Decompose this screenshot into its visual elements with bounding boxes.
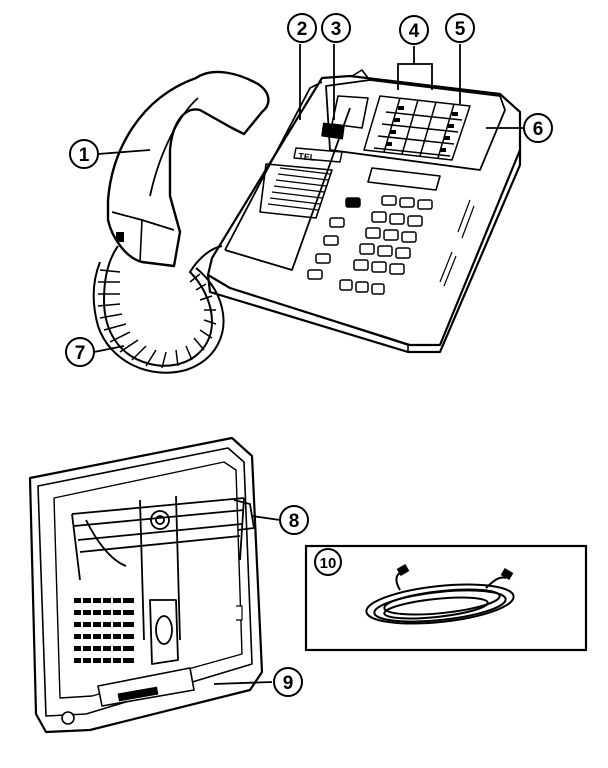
line-cord-box [304, 544, 588, 652]
keypad [307, 195, 433, 295]
callout-7: 7 [65, 337, 95, 367]
phone-brand-label: TEL [298, 151, 316, 163]
callout-3-label: 3 [331, 19, 342, 40]
callout-5: 5 [445, 13, 475, 43]
callout-10: 10 [314, 548, 342, 576]
callout-2: 2 [287, 13, 317, 43]
vent-slots [74, 598, 134, 663]
back-panel [28, 436, 264, 734]
telephone-base: TEL [206, 69, 522, 354]
callout-1: 1 [69, 139, 99, 169]
coiled-handset-cord [92, 245, 225, 374]
callout-7-label: 7 [75, 343, 86, 364]
callout-8: 8 [279, 505, 309, 535]
callout-2-label: 2 [297, 19, 308, 40]
wall-mount-bracket [71, 495, 255, 665]
leader-lines [93, 44, 524, 685]
callout-10-label: 10 [320, 555, 337, 572]
callout-6-label: 6 [533, 119, 544, 140]
handset [106, 70, 270, 268]
speaker-grille [267, 167, 331, 211]
indicator-lamps [386, 106, 458, 152]
callout-4: 4 [399, 15, 429, 45]
callout-5-label: 5 [455, 19, 466, 40]
callout-3: 3 [321, 13, 351, 43]
callout-1-label: 1 [79, 145, 90, 166]
callout-9: 9 [273, 667, 303, 697]
callout-8-label: 8 [289, 511, 300, 532]
callout-4-label: 4 [409, 21, 420, 42]
callout-9-label: 9 [283, 673, 294, 694]
line-cord [365, 571, 515, 625]
callout-6: 6 [523, 113, 553, 143]
